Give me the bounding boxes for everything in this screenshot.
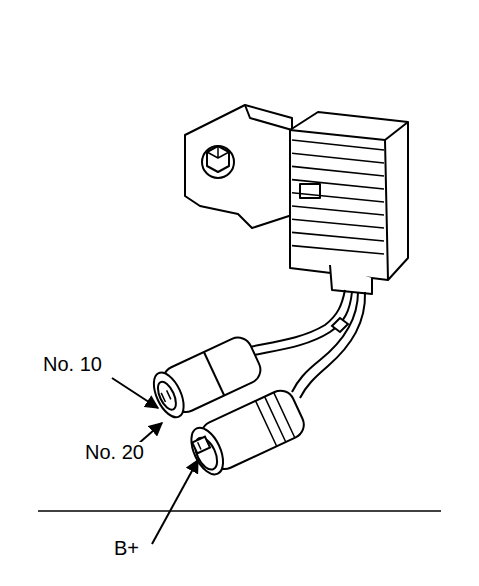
rule-line — [38, 510, 441, 512]
mounting-bracket — [185, 105, 292, 228]
bolt-washer — [202, 146, 234, 178]
cooling-fin — [292, 153, 384, 163]
cooling-fin — [292, 140, 384, 150]
callout-label: B+ — [113, 538, 140, 558]
connector-plug — [185, 386, 309, 479]
bolt-head — [207, 146, 229, 172]
leader-line — [138, 423, 162, 444]
cooling-fin — [292, 206, 384, 215]
leader-line — [152, 460, 198, 544]
leader-line — [112, 378, 158, 408]
cooling-fin — [292, 232, 384, 241]
callout-label: No. 20 — [84, 442, 145, 462]
regulator-body — [290, 112, 408, 280]
cooling-fin — [292, 180, 384, 189]
cooling-fin — [292, 246, 384, 254]
cooling-fin — [292, 193, 384, 202]
cooling-fin — [292, 219, 384, 228]
callout-label: No. 10 — [42, 354, 103, 374]
cooling-fin — [292, 166, 384, 176]
